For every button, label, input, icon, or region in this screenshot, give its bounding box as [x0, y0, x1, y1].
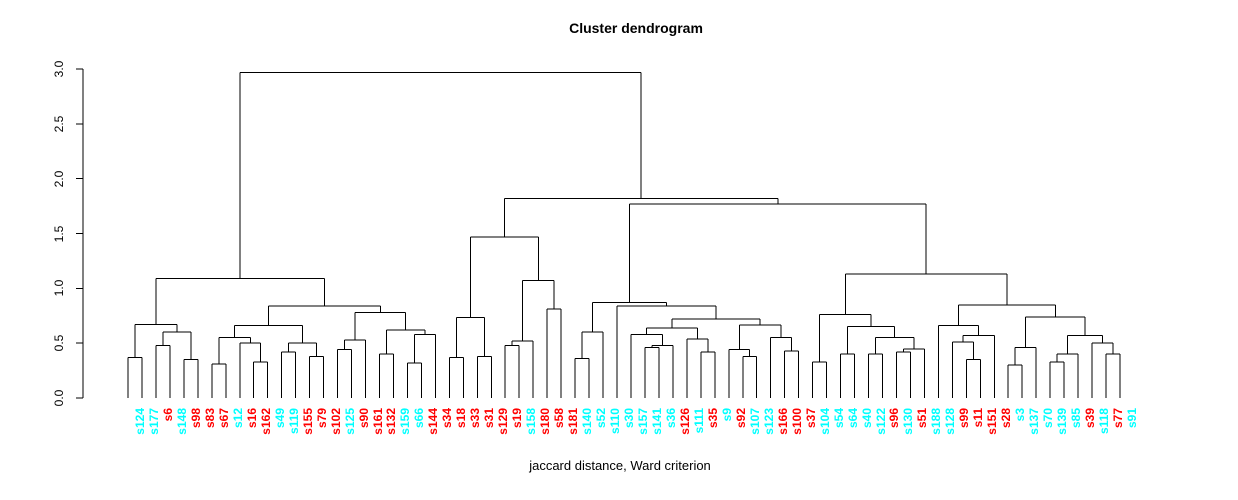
- leaf-label-s98: s98: [188, 408, 203, 429]
- leaf-label-s28: s28: [999, 408, 1014, 429]
- leaf-label-s18: s18: [454, 408, 469, 429]
- leaf-label-s12: s12: [230, 408, 245, 429]
- leaf-label-s36: s36: [663, 408, 678, 429]
- leaf-label-s52: s52: [594, 408, 609, 429]
- leaf-label-s177: s177: [146, 408, 161, 435]
- leaf-label-s66: s66: [412, 408, 427, 429]
- leaf-label-s132: s132: [384, 408, 399, 435]
- leaf-label-s104: s104: [817, 408, 832, 435]
- leaf-label-s3: s3: [1013, 408, 1028, 422]
- leaf-label-s19: s19: [510, 408, 525, 429]
- leaf-label-s148: s148: [174, 408, 189, 435]
- leaf-label-s161: s161: [370, 408, 385, 435]
- leaf-label-s130: s130: [901, 408, 916, 435]
- y-tick-label-3.0: 3.0: [52, 60, 66, 78]
- leaf-label-s31: s31: [482, 408, 497, 429]
- y-tick-label-1.5: 1.5: [52, 225, 66, 242]
- leaf-label-s40: s40: [859, 408, 874, 429]
- leaf-label-s118: s118: [1097, 408, 1112, 435]
- leaf-label-s137: s137: [1027, 408, 1042, 435]
- leaf-label-s92: s92: [733, 408, 748, 429]
- leaf-label-s119: s119: [286, 408, 301, 435]
- leaf-label-s35: s35: [705, 408, 720, 429]
- leaf-label-s158: s158: [524, 408, 539, 435]
- leaf-label-s166: s166: [775, 408, 790, 435]
- leaf-label-s128: s128: [943, 408, 958, 435]
- y-tick-label-0.0: 0.0: [52, 389, 66, 407]
- leaf-label-s67: s67: [216, 408, 231, 429]
- leaf-label-s107: s107: [747, 408, 762, 435]
- y-tick-label-0.5: 0.5: [52, 334, 66, 352]
- leaf-label-s51: s51: [915, 408, 930, 429]
- leaf-label-s77: s77: [1111, 408, 1126, 429]
- leaf-label-s139: s139: [1055, 408, 1070, 435]
- leaf-label-s151: s151: [985, 408, 1000, 435]
- y-tick-label-2.0: 2.0: [52, 170, 66, 187]
- y-tick-label-1.0: 1.0: [52, 279, 66, 297]
- leaf-label-s9: s9: [719, 408, 734, 422]
- leaf-label-s102: s102: [328, 408, 343, 435]
- leaf-label-s124: s124: [133, 408, 147, 435]
- leaf-label-s140: s140: [580, 408, 595, 435]
- plot-title: Cluster dendrogram: [569, 20, 703, 36]
- leaf-label-s58: s58: [552, 408, 567, 429]
- leaf-label-s162: s162: [258, 408, 273, 435]
- leaf-label-s99: s99: [957, 408, 972, 429]
- leaf-label-s85: s85: [1069, 408, 1084, 429]
- leaf-label-s90: s90: [356, 408, 371, 429]
- leaf-label-s39: s39: [1083, 408, 1098, 429]
- leaf-label-s91: s91: [1125, 408, 1139, 429]
- leaf-label-s125: s125: [342, 408, 357, 435]
- leaf-label-s126: s126: [677, 408, 692, 435]
- leaf-label-s83: s83: [202, 408, 217, 429]
- leaf-label-s144: s144: [426, 408, 441, 435]
- leaf-label-s37: s37: [803, 408, 818, 429]
- leaf-label-s79: s79: [314, 408, 329, 429]
- leaf-label-s70: s70: [1041, 408, 1056, 429]
- leaf-label-s16: s16: [244, 408, 259, 429]
- leaf-label-s181: s181: [566, 408, 581, 435]
- leaf-label-s122: s122: [873, 408, 888, 435]
- leaf-label-s111: s111: [691, 408, 706, 434]
- leaf-label-s180: s180: [538, 408, 553, 435]
- leaf-label-s155: s155: [300, 408, 315, 435]
- leaf-label-s188: s188: [929, 408, 944, 435]
- leaf-label-s6: s6: [160, 408, 175, 422]
- leaf-label-s96: s96: [887, 408, 902, 429]
- y-tick-label-2.5: 2.5: [52, 115, 66, 133]
- x-axis-caption: jaccard distance, Ward criterion: [529, 458, 711, 473]
- leaf-label-s110: s110: [608, 408, 623, 435]
- leaf-label-s54: s54: [831, 408, 846, 429]
- leaf-label-s123: s123: [761, 408, 776, 435]
- leaf-label-s33: s33: [468, 408, 483, 429]
- leaf-label-s49: s49: [272, 408, 287, 429]
- leaf-label-s159: s159: [398, 408, 413, 435]
- leaf-label-s30: s30: [622, 408, 636, 429]
- leaf-label-s34: s34: [440, 408, 455, 429]
- leaf-label-s11: s11: [971, 408, 986, 428]
- leaf-label-s100: s100: [789, 408, 804, 435]
- leaf-label-s64: s64: [845, 408, 860, 429]
- leaf-label-s129: s129: [496, 408, 511, 435]
- leaf-label-s157: s157: [635, 408, 650, 435]
- leaf-label-s141: s141: [649, 408, 664, 435]
